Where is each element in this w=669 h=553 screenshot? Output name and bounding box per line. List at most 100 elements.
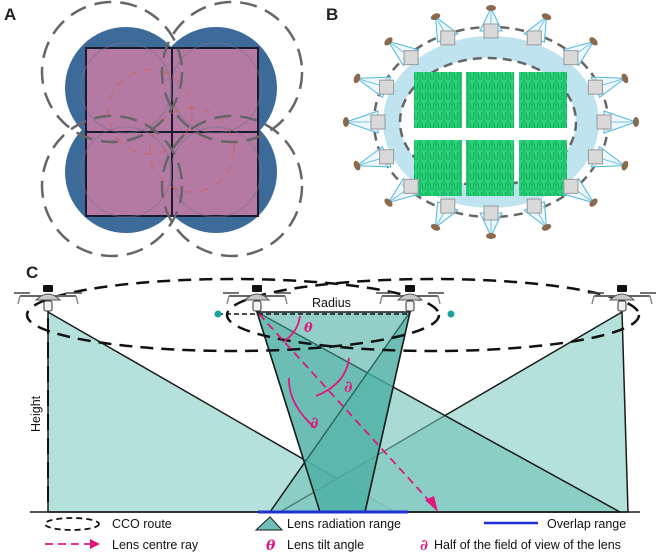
camera-footprint bbox=[483, 205, 499, 221]
crop-plot bbox=[519, 72, 567, 128]
camera-footprint bbox=[526, 198, 542, 214]
camera-icon bbox=[430, 223, 441, 231]
legend-theta-symbol: θ bbox=[266, 538, 276, 553]
camera-footprint bbox=[440, 30, 456, 46]
camera-station bbox=[596, 110, 639, 134]
legend-cco-route-label: CCO route bbox=[112, 517, 172, 531]
legend-tilt-angle-label: Lens tilt angle bbox=[287, 538, 364, 552]
pink-image-footprints bbox=[85, 47, 259, 217]
camera-icon bbox=[589, 198, 598, 207]
footprint-square bbox=[171, 47, 259, 133]
drone-icon bbox=[588, 285, 656, 312]
half-fov-symbol-left: ∂ bbox=[310, 413, 319, 432]
camera-icon bbox=[353, 73, 361, 84]
drone-camera bbox=[43, 300, 53, 312]
camera-station bbox=[587, 73, 629, 99]
camera-icon bbox=[384, 37, 393, 46]
camera-icon bbox=[384, 198, 393, 207]
legend-centre-ray-label: Lens centre ray bbox=[112, 538, 199, 552]
camera-station bbox=[523, 13, 552, 46]
drone-camera bbox=[617, 300, 627, 312]
camera-station bbox=[523, 198, 552, 231]
camera-footprint bbox=[587, 79, 603, 95]
panel-b: B bbox=[326, 5, 639, 239]
legend-cco-route-symbol bbox=[44, 517, 100, 531]
legend-overlap-label: Overlap range bbox=[547, 517, 626, 531]
tilt-angle-symbol: θ bbox=[304, 321, 313, 336]
half-fov-arc-right bbox=[315, 357, 350, 397]
crop-plot bbox=[414, 72, 462, 128]
drone-icon bbox=[376, 285, 444, 312]
camera-station bbox=[343, 110, 386, 134]
panel-c-letter: C bbox=[26, 263, 38, 282]
drone-icon bbox=[223, 285, 291, 312]
camera-station bbox=[587, 145, 629, 171]
camera-icon bbox=[621, 73, 629, 84]
crop-plots bbox=[414, 72, 567, 196]
camera-footprint bbox=[403, 178, 419, 194]
crop-plot bbox=[466, 140, 514, 196]
cco-route-right bbox=[225, 277, 641, 353]
camera-icon bbox=[633, 117, 639, 127]
cco-route-left bbox=[25, 277, 441, 353]
footprint-square bbox=[171, 131, 259, 217]
camera-station bbox=[430, 198, 459, 231]
camera-footprint bbox=[563, 50, 579, 66]
camera-footprint bbox=[526, 30, 542, 46]
camera-icon bbox=[353, 160, 361, 171]
footprint-square bbox=[85, 131, 173, 217]
legend-radiation-symbol bbox=[254, 516, 284, 531]
camera-footprint bbox=[587, 149, 603, 165]
centre-dot bbox=[214, 310, 222, 318]
camera-station bbox=[384, 37, 420, 67]
panel-c: C Height Radius θ ∂ ∂ bbox=[14, 263, 656, 514]
camera-icon bbox=[589, 37, 598, 46]
panel-a-letter: A bbox=[4, 5, 16, 24]
centre-ray-arrowhead bbox=[425, 496, 438, 512]
camera-station bbox=[562, 177, 598, 207]
legend: CCO route Lens centre ray Lens radiation… bbox=[44, 516, 626, 553]
camera-icon bbox=[430, 13, 441, 21]
camera-station bbox=[562, 37, 598, 67]
camera-footprint bbox=[440, 198, 456, 214]
camera-icon bbox=[486, 233, 496, 239]
panel-a: A bbox=[4, 0, 304, 258]
camera-footprint bbox=[483, 23, 499, 39]
tilt-angle-arc bbox=[282, 315, 301, 343]
grey-dashed-route-circles bbox=[40, 0, 304, 258]
camera-station bbox=[384, 177, 420, 207]
centre-dot bbox=[447, 310, 455, 318]
camera-station bbox=[353, 145, 395, 171]
crop-plot bbox=[466, 72, 514, 128]
panel-b-letter: B bbox=[326, 5, 338, 24]
camera-footprint bbox=[563, 178, 579, 194]
drone-icon bbox=[14, 285, 82, 312]
half-fov-arc-left bbox=[288, 377, 316, 429]
camera-footprint bbox=[379, 79, 395, 95]
drones bbox=[14, 285, 656, 312]
half-fov-symbol-right: ∂ bbox=[344, 377, 353, 396]
camera-positions bbox=[343, 5, 639, 239]
faint-red-dashed-circles bbox=[107, 69, 235, 193]
radius-label: Radius bbox=[312, 296, 351, 310]
drone-camera bbox=[405, 300, 415, 312]
camera-icon bbox=[343, 117, 349, 127]
legend-radiation-label: Lens radiation range bbox=[287, 517, 401, 531]
camera-footprint bbox=[370, 114, 386, 130]
camera-icon bbox=[541, 223, 552, 231]
camera-icon bbox=[621, 160, 629, 171]
lens-radiation-cones bbox=[47, 310, 629, 513]
camera-station bbox=[353, 73, 395, 99]
camera-icon bbox=[486, 5, 496, 11]
legend-partial-symbol: ∂ bbox=[420, 536, 428, 553]
camera-icon bbox=[541, 13, 552, 21]
camera-station bbox=[430, 13, 459, 46]
camera-footprint bbox=[379, 149, 395, 165]
legend-half-fov-label: Half of the field of view of the lens bbox=[434, 538, 621, 552]
camera-station bbox=[479, 5, 503, 39]
lens-centre-ray bbox=[258, 313, 433, 505]
camera-footprint bbox=[596, 114, 612, 130]
faint-inner-circles bbox=[80, 42, 262, 218]
crop-plot bbox=[414, 140, 462, 196]
